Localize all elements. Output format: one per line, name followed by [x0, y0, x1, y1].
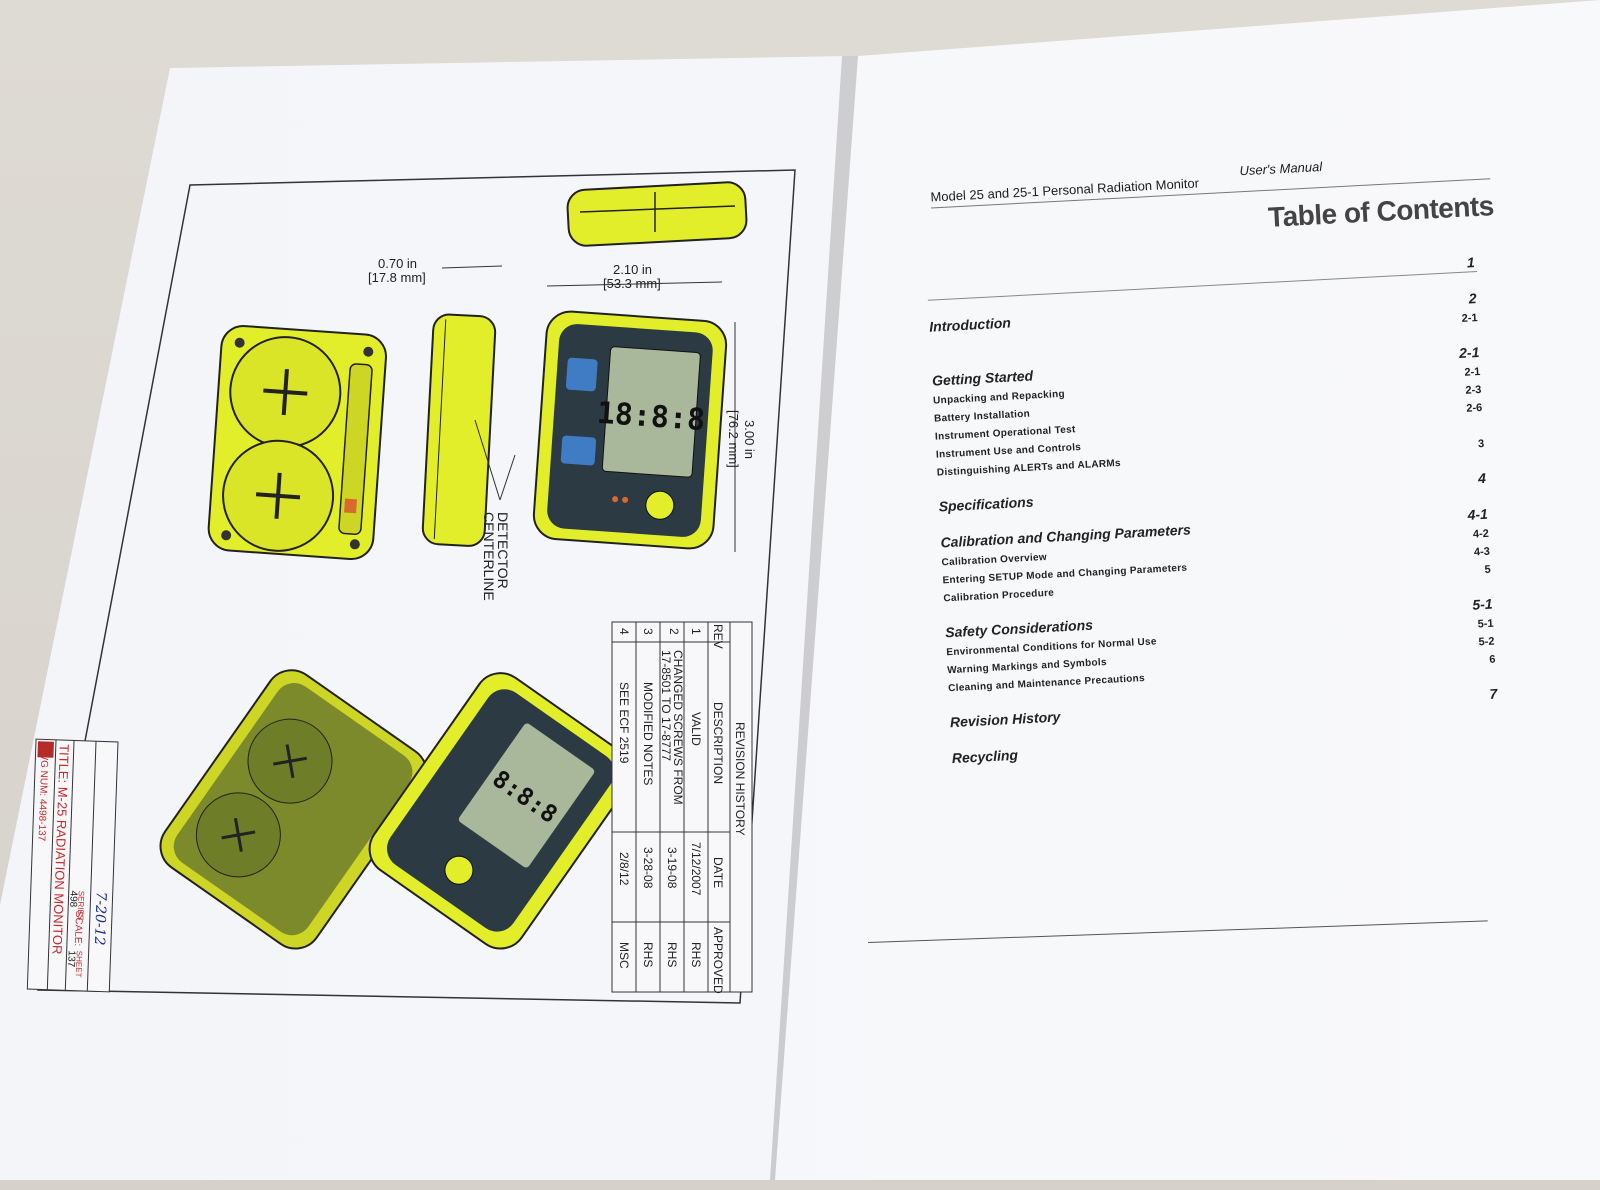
- rev-row-1-desc: VALID: [689, 712, 703, 746]
- rev-header-rev: REV: [711, 624, 725, 649]
- title-block-dwgnum: DWG NUM: 4498-137: [35, 743, 49, 842]
- dimension-lines: [441, 265, 736, 552]
- toc-entry-page: 4-2: [1472, 527, 1490, 541]
- toc-title: Table of Contents: [1267, 190, 1495, 233]
- rev-table-title: REVISION HISTORY: [733, 722, 747, 836]
- isometric-back-device: [159, 669, 428, 950]
- rev-row-3-approved: RHS: [641, 942, 655, 967]
- toc-entry-page: 2-1: [1464, 365, 1481, 379]
- toc-entry-page: 5-2: [1478, 635, 1495, 649]
- title-block: 7-20-12 SCALE: TITLE: M-25 RADIATION MON…: [26, 738, 119, 993]
- title-block-sheet-val: 137: [65, 950, 77, 967]
- toc-entry-page: 1: [1466, 254, 1476, 271]
- rev-row-2-desc2: 17-8501 TO 17-8777: [659, 650, 673, 761]
- title-block-title: TITLE: M-25 RADIATION MONITOR: [50, 744, 72, 955]
- toc-entry-page: 7: [1489, 685, 1498, 702]
- rev-row-1-approved: RHS: [689, 942, 703, 967]
- header-manual: User's Manual: [1239, 158, 1323, 179]
- dim-height: 3.00 in: [742, 420, 757, 459]
- toc-page-content: Model 25 and 25-1 Personal Radiation Mon…: [920, 120, 1522, 769]
- toc-entry-page: 4-3: [1473, 545, 1491, 559]
- dim-width-mm: [53.3 mm]: [603, 276, 661, 291]
- rev-row-4-approved: MSC: [617, 942, 631, 969]
- rev-row-4-desc: SEE ECF 2519: [617, 682, 631, 764]
- toc-entry-page: 2-1: [1461, 312, 1478, 325]
- detector-label: DETECTOR: [495, 512, 511, 589]
- revision-table: REVISION HISTORY REV DESCRIPTION DATE AP…: [611, 621, 753, 994]
- rev-row-3-rev: 3: [641, 628, 655, 635]
- rev-header-date: DATE: [711, 857, 725, 888]
- page-header: Model 25 and 25-1 Personal Radiation Mon…: [930, 150, 1491, 209]
- toc-entry-page: 2: [1468, 290, 1477, 307]
- rev-row-1-date: 7/12/2007: [689, 842, 703, 896]
- toc-entry-page: 2-3: [1465, 383, 1482, 397]
- rev-row-4-rev: 4: [617, 628, 631, 635]
- toc-entry-page: 6: [1489, 653, 1496, 666]
- toc-entry-page: 5-1: [1477, 617, 1494, 631]
- title-block-scale: SCALE:: [72, 911, 84, 947]
- side-view-device: [421, 313, 497, 547]
- isometric-front-device: 8:8:8: [368, 672, 633, 950]
- rev-header-desc: DESCRIPTION: [711, 702, 725, 784]
- title-block-handwritten: 7-20-12: [91, 891, 109, 946]
- toc-entry-page: 2-6: [1466, 401, 1483, 415]
- toc-entry-label: Recycling: [951, 746, 1019, 767]
- rev-header-approved: APPROVED: [711, 927, 725, 994]
- footer-rule: [868, 920, 1488, 943]
- rev-row-3-desc: MODIFIED NOTES: [641, 682, 655, 785]
- title-block-series-val: 498: [67, 890, 79, 907]
- rev-row-2-rev: 2: [667, 628, 681, 635]
- dim-width: 2.10 in: [613, 262, 652, 277]
- lcd-reading: 18:8:8: [596, 396, 707, 438]
- toc-entry-page: 2-1: [1458, 344, 1480, 362]
- toc-entry-page: 3: [1477, 437, 1485, 451]
- drawing-border: [37, 169, 796, 1004]
- rev-row-2-desc: CHANGED SCREWS FROM: [671, 650, 685, 805]
- front-view-device: 18:8:8: [532, 310, 728, 550]
- toc-entry-page: 4-1: [1467, 505, 1489, 523]
- toc-entry-page: 5: [1484, 563, 1492, 577]
- title-block-series: SERIES: [76, 891, 86, 921]
- top-view-device: [566, 181, 748, 247]
- toc-entry-page: 4: [1477, 469, 1487, 487]
- toc-entry-label: Introduction: [928, 314, 1012, 335]
- rev-row-2-date: 3-19-08: [665, 847, 679, 889]
- centerline-label: CENTERLINE: [481, 512, 497, 601]
- rev-row-1-rev: 1: [689, 628, 703, 635]
- dim-height-mm: [76.2 mm]: [726, 410, 741, 468]
- rev-row-2-approved: RHS: [665, 942, 679, 967]
- title-block-sheet: SHEET: [74, 951, 84, 978]
- back-view-device: [207, 325, 387, 561]
- rev-row-4-date: 2/8/12: [617, 852, 631, 886]
- rev-row-3-date: 3-28-08: [641, 847, 655, 889]
- dim-depth: 0.70 in: [378, 256, 417, 271]
- toc-entry-page: 5-1: [1471, 595, 1493, 613]
- dim-depth-mm: [17.8 mm]: [368, 270, 426, 285]
